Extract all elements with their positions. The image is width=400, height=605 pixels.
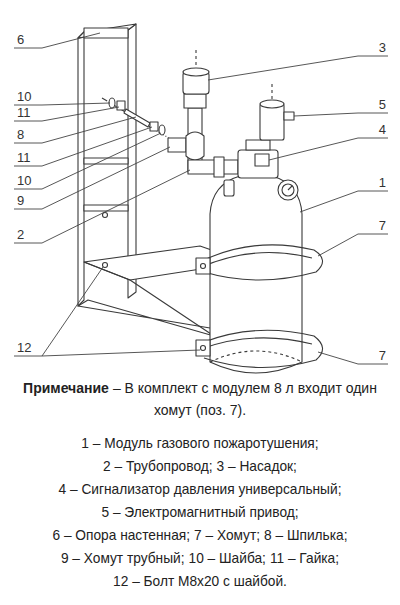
module-cylinder [210, 351, 302, 362]
support-bar [84, 28, 128, 38]
axis-line [271, 84, 272, 100]
parts-line: 12 – Болт М8х20 с шайбой. [0, 570, 400, 593]
note-text: – В комплект с модулем 8 л входит один х… [113, 380, 377, 418]
parts-list: 1 – Модуль газового пожаротушения; 2 – Тр… [0, 432, 400, 593]
clamp [204, 330, 323, 367]
nozzle [183, 68, 209, 76]
solenoid [284, 112, 294, 120]
clamp-lug [196, 340, 210, 356]
callout-number: 4 [379, 122, 386, 137]
callout-number: 6 [17, 32, 24, 47]
callout-number: 9 [17, 193, 24, 208]
callout-number: 5 [379, 97, 386, 112]
callout-number: 2 [17, 227, 24, 242]
part-entry: 6 – Опора настенная; [52, 528, 190, 543]
gauge [288, 186, 292, 190]
pipe-fitting [214, 157, 224, 177]
bolt [103, 263, 108, 268]
nut [150, 122, 158, 131]
note: Примечание– В комплект с модулем 8 л вхо… [0, 377, 400, 421]
pressure-switch [255, 154, 269, 166]
part-entry: 12 – Болт М8х20 с шайбой. [113, 574, 287, 589]
callout-number: 11 [17, 150, 31, 165]
part-entry: 11 – Гайка; [270, 551, 339, 566]
part-entry: 7 – Хомут; [194, 528, 260, 543]
callout-number: 10 [17, 89, 31, 104]
parts-line: 5 – Электромагнитный привод; [0, 501, 400, 524]
gauge [278, 180, 298, 200]
clamp [204, 253, 312, 266]
valve [246, 140, 270, 150]
stud [124, 109, 150, 127]
parts-line: 2 – Трубопровод; 3 – Насадок; [0, 455, 400, 478]
part-entry: 3 – Насадок; [217, 459, 297, 474]
note-heading: Примечание [23, 380, 109, 396]
parts-line: 6 – Опора настенная; 7 – Хомут; 8 – Шпильк… [0, 524, 400, 547]
part-entry: 8 – Шпилька; [264, 528, 347, 543]
part-entry: 5 – Электромагнитный привод; [101, 505, 298, 520]
part-entry: 9 – Хомут трубный; [61, 551, 185, 566]
part-entry: 2 – Трубопровод; [103, 459, 212, 474]
gauge [282, 184, 294, 196]
clamp-lug [196, 258, 210, 274]
bolt [201, 264, 206, 269]
nozzle [184, 94, 206, 108]
callout-number: 7 [379, 348, 386, 363]
callout-number: 11 [17, 105, 31, 120]
support-post [78, 32, 84, 306]
support-tray [84, 262, 214, 336]
part-entry: 4 – Сигнализатор давления универсальный; [59, 482, 342, 497]
handle [224, 180, 234, 196]
module-cylinder [210, 176, 302, 373]
pipeline [188, 160, 238, 174]
callout-number: 1 [379, 175, 386, 190]
callout-number: 12 [17, 340, 31, 355]
parts-line: 4 – Сигнализатор давления универсальный; [0, 478, 400, 501]
parts-line: 1 – Модуль газового пожаротушения; [0, 432, 400, 455]
parts-line: 9 – Хомут трубный; 10 – Шайба; 11 – Гайка; [0, 547, 400, 570]
part-entry: 1 – Модуль газового пожаротушения; [81, 436, 318, 451]
solenoid [260, 100, 284, 108]
axis-line [102, 98, 172, 140]
solenoid [260, 104, 284, 140]
axis-line [195, 50, 196, 68]
support-bar [78, 24, 136, 38]
part-entry: 10 – Шайба; [189, 551, 266, 566]
pipe-clamp [186, 132, 204, 160]
pipe-clamp [168, 138, 186, 152]
bolt [201, 346, 206, 351]
clamp [204, 338, 312, 348]
callout-number: 10 [17, 173, 31, 188]
valve [238, 150, 278, 178]
callout-number: 3 [379, 40, 386, 55]
clamp [204, 245, 323, 280]
callout-number: 7 [379, 218, 386, 233]
nut [117, 101, 125, 110]
support-rail [84, 205, 128, 211]
callout-number: 8 [17, 127, 24, 142]
leader-lines [14, 33, 388, 364]
